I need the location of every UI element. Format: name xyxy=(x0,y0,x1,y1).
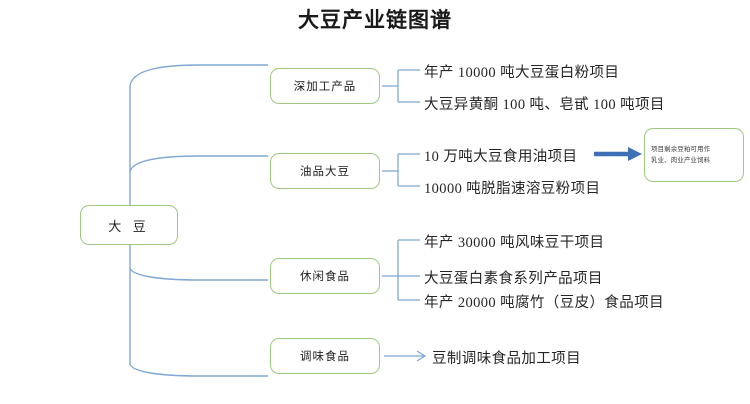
side-note-feed-usage[interactable]: 项目剩余豆粕可用作 乳业、肉业产业饲料 xyxy=(644,128,744,182)
side-note-line-2: 乳业、肉业产业饲料 xyxy=(651,157,711,164)
page-title: 大豆产业链图谱 xyxy=(298,9,452,32)
leaf-item: 年产 30000 吨风味豆干项目 xyxy=(424,235,605,251)
category-node-leisure-food[interactable]: 休闲食品 xyxy=(270,258,380,294)
category-node-label: 调味食品 xyxy=(300,351,350,363)
category-node-oil-soybean[interactable]: 油品大豆 xyxy=(270,153,380,189)
leaf-item: 豆制调味食品加工项目 xyxy=(432,351,581,367)
category-node-label: 休闲食品 xyxy=(300,271,350,283)
leaf-item: 10 万吨大豆食用油项目 xyxy=(424,149,578,165)
category-node-deep-processing[interactable]: 深加工产品 xyxy=(270,68,380,104)
leaf-item: 大豆蛋白素食系列产品项目 xyxy=(424,271,603,287)
leaf-item: 10000 吨脱脂速溶豆粉项目 xyxy=(424,181,601,197)
category-node-label: 深加工产品 xyxy=(293,81,357,93)
leaf-item: 大豆异黄酮 100 吨、皂甙 100 吨项目 xyxy=(424,97,665,113)
side-note-line-1: 项目剩余豆粕可用作 xyxy=(651,145,711,153)
category-node-label: 油品大豆 xyxy=(300,166,350,178)
leaf-item: 年产 20000 吨腐竹（豆皮）食品项目 xyxy=(424,295,664,311)
root-node-soybean[interactable]: 大 豆 xyxy=(80,205,178,245)
category-node-seasoning-food[interactable]: 调味食品 xyxy=(270,338,380,374)
leaf-item: 年产 10000 吨大豆蛋白粉项目 xyxy=(424,65,620,81)
root-node-label: 大 豆 xyxy=(108,218,150,234)
